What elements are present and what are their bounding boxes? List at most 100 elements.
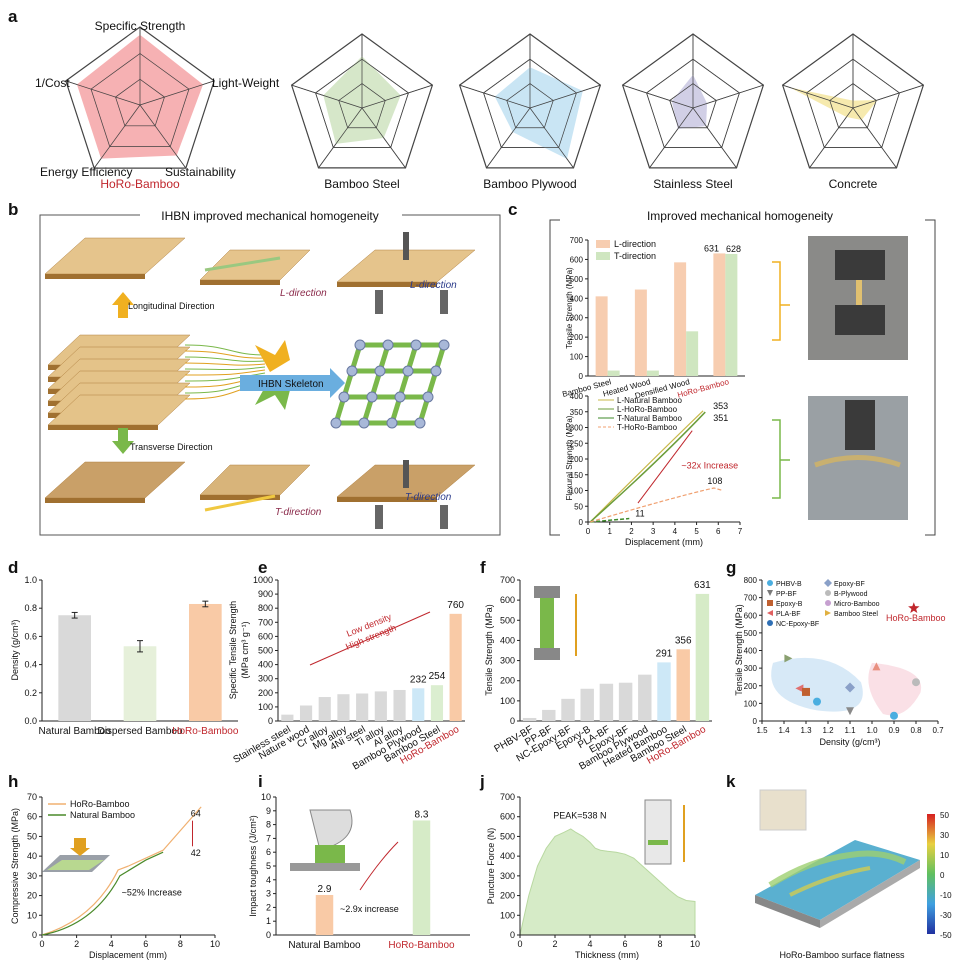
point [784,654,793,663]
y-tick-label: 2 [266,902,271,912]
y-tick-label: 5 [266,861,271,871]
y-tick-label: 40 [27,851,37,861]
radar-spoke-top [361,84,433,109]
x-tick-label: Dispersed Bamboo [97,726,182,737]
peak-label: PEAK=538 N [553,811,606,821]
panel-letter-h: h [8,772,18,791]
point [767,590,773,596]
scale-label: 30 [940,831,949,840]
x-tick-label: 0.8 [910,726,922,735]
data-label: 108 [707,476,722,486]
label-t-direction-2: T-direction [405,492,452,503]
x-tick-label: 1.3 [800,726,812,735]
radar-spoke-top [139,80,215,106]
y-tick-label: 100 [570,353,584,362]
label-l-direction: L-direction [280,288,327,299]
fiber-line [184,344,266,356]
bar [58,615,91,721]
surface-top [755,840,920,920]
bar [449,613,462,721]
y-axis-label: (MPa cm³ g⁻¹) [240,621,250,678]
x-tick-label: 8 [657,939,662,949]
grip-icon [534,648,560,660]
y-tick-label: 500 [570,275,584,284]
radar-axis-label: Specific Strength [95,19,186,33]
lattice-node [354,339,366,351]
board-edge [45,274,145,279]
y-tick-label: 400 [744,647,758,656]
y-tick-label: 3 [266,889,271,899]
radar-grid-top [669,83,717,129]
support-post [440,290,448,314]
board-longitudinal [44,237,186,279]
legend-label: T-HoRo-Bamboo [617,423,678,432]
label-transverse: Transverse Direction [130,442,213,452]
bar [374,691,387,721]
legend-label: PLA-BF [776,611,801,618]
bar [412,688,425,721]
y-tick-label: 200 [570,333,584,342]
radar-spoke-top [852,84,924,109]
y-tick-label: 400 [500,635,515,645]
radar-grid-top [315,58,409,148]
radar-spoke-top [291,84,363,109]
y-tick-label: 1.0 [24,575,37,585]
y-tick-label: 10 [261,792,271,802]
legend-label: Natural Bamboo [70,810,135,820]
legend-label: Micro-Bamboo [834,601,880,608]
surface-side [820,860,920,928]
point [890,711,898,720]
y-tick-label: 250 [570,439,584,448]
bar [599,683,614,721]
board-stack-layer [47,394,191,430]
radar-grid-top [483,58,577,148]
point [825,600,831,606]
legend-label: NC-Epoxy-BF [776,621,819,628]
scale-label: 50 [940,811,949,820]
y-tick-label: 200 [500,891,515,901]
y-tick-label: 0.0 [24,716,37,726]
lattice-node [374,365,386,377]
data-label: 11 [635,509,644,519]
y-tick-label: 4 [266,875,271,885]
panel-letter-i: i [258,772,263,791]
legend-label: L-Natural Bamboo [617,396,682,405]
data-label: 353 [713,401,728,411]
point [767,610,773,616]
arrow-t-icon [204,494,276,512]
radar-area [671,74,708,129]
legend-label: Epoxy-B [776,601,803,608]
bar [315,894,334,935]
scale-label: -50 [940,931,952,940]
data-label: 351 [713,413,728,423]
board-top [44,237,186,275]
y-tick-label: 300 [500,656,515,666]
board-top [199,464,311,496]
point [813,697,821,706]
radar-spoke-top [139,104,187,169]
x-tick-label: 1.1 [844,726,856,735]
x-tick-label: 8 [178,939,183,949]
y-tick-label: 900 [258,589,273,599]
legend-label: Epoxy-BF [834,581,865,588]
legend-label: Bamboo Steel [834,611,878,618]
caption: HoRo-Bamboo surface flatness [779,950,905,960]
x-tick-label: 6 [716,527,721,536]
arrow-l-icon [204,256,281,272]
y-tick-label: 500 [258,646,273,656]
lattice-node [338,391,350,403]
y-tick-label: 350 [570,408,584,417]
radar-title: Stainless Steel [653,177,732,191]
radar-grid [290,33,434,169]
surface-texture [789,866,871,897]
legend-label: B-Plywood [834,591,868,598]
legend-label: T-Natural Bamboo [617,414,682,423]
legend-label: L-HoRo-Bamboo [617,405,678,414]
y-tick-label: 300 [570,424,584,433]
y-tick-label: 20 [27,891,37,901]
lattice-node [386,417,398,429]
board-edge [45,498,145,503]
